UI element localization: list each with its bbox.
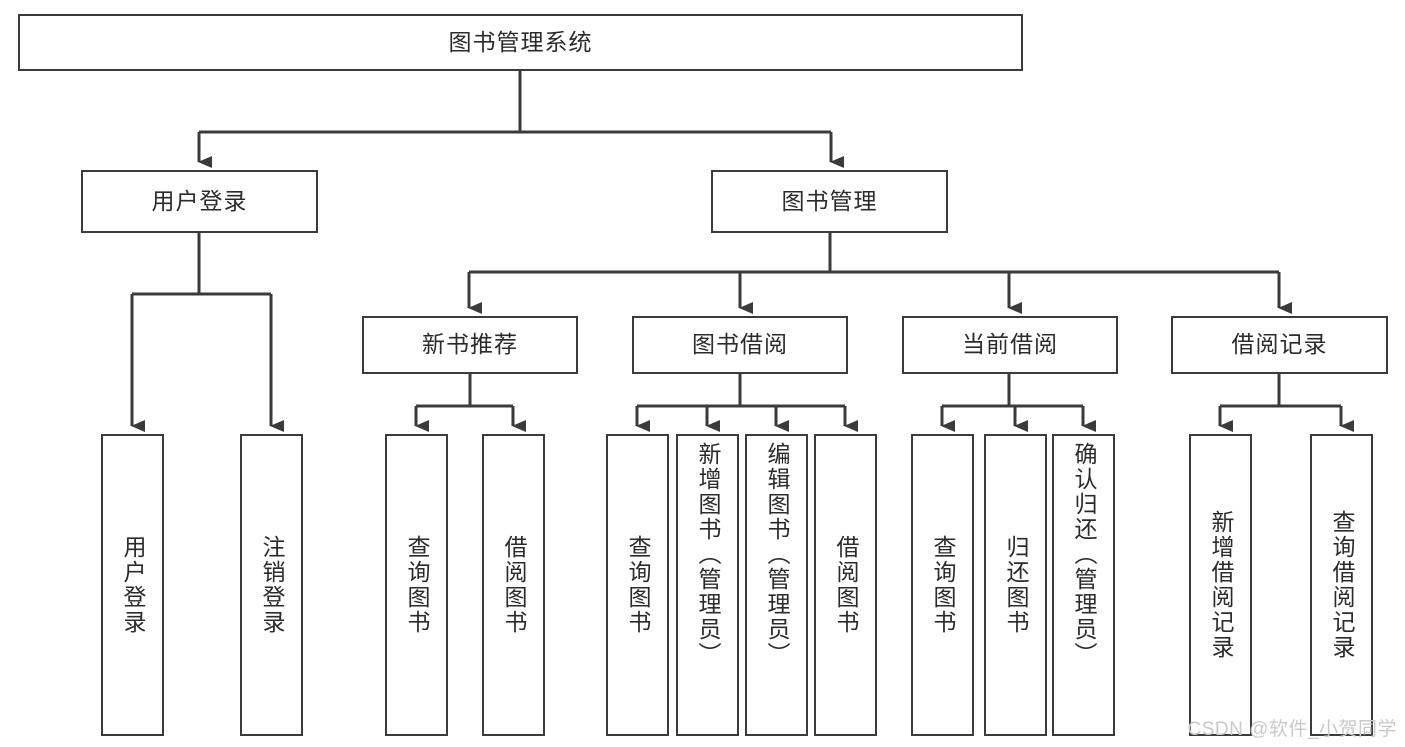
node-leaf-edit-book-admin[interactable]: 编辑图书（管理员） (745, 434, 808, 736)
node-leaf-logout-login[interactable]: 注销登录 (240, 434, 303, 736)
node-user-login-label: 用户登录 (151, 187, 248, 214)
node-leaf-logout-login-label: 注销登录 (259, 535, 285, 635)
node-leaf-query-borrow-record[interactable]: 查询借阅记录 (1310, 434, 1373, 736)
node-book-manage[interactable]: 图书管理 (711, 170, 948, 233)
node-leaf-borrow-book-2[interactable]: 借阅图书 (814, 434, 877, 736)
node-leaf-confirm-return-admin[interactable]: 确认归还（管理员） (1052, 434, 1115, 736)
node-new-book-recommend[interactable]: 新书推荐 (362, 316, 578, 374)
node-leaf-borrow-book-2-label: 借阅图书 (833, 535, 859, 635)
node-leaf-edit-book-admin-label: 编辑图书（管理员） (764, 442, 790, 667)
node-leaf-user-login[interactable]: 用户登录 (101, 434, 164, 736)
node-leaf-borrow-book-1[interactable]: 借阅图书 (482, 434, 545, 736)
node-current-borrow-label: 当前借阅 (962, 331, 1058, 358)
node-leaf-query-book-3-label: 查询图书 (930, 535, 956, 635)
node-leaf-query-book-2-label: 查询图书 (625, 535, 651, 635)
node-leaf-query-book-1[interactable]: 查询图书 (385, 434, 448, 736)
node-new-book-recommend-label: 新书推荐 (422, 331, 518, 358)
node-leaf-return-book[interactable]: 归还图书 (984, 434, 1047, 736)
node-leaf-confirm-return-admin-label: 确认归还（管理员） (1071, 442, 1097, 667)
node-borrow-record-label: 借阅记录 (1231, 331, 1328, 358)
node-book-manage-label: 图书管理 (781, 187, 878, 214)
node-book-borrow[interactable]: 图书借阅 (632, 316, 848, 374)
node-leaf-add-book-admin-label: 新增图书（管理员） (695, 442, 721, 667)
node-leaf-query-book-3[interactable]: 查询图书 (911, 434, 974, 736)
node-leaf-return-book-label: 归还图书 (1003, 535, 1029, 635)
node-leaf-borrow-book-1-label: 借阅图书 (501, 535, 527, 635)
node-book-borrow-label: 图书借阅 (692, 331, 788, 358)
node-leaf-user-login-label: 用户登录 (120, 535, 146, 635)
node-leaf-add-borrow-record-label: 新增借阅记录 (1208, 510, 1234, 660)
node-leaf-query-book-1-label: 查询图书 (404, 535, 430, 635)
node-leaf-add-borrow-record[interactable]: 新增借阅记录 (1189, 434, 1252, 736)
node-leaf-add-book-admin[interactable]: 新增图书（管理员） (676, 434, 739, 736)
node-user-login[interactable]: 用户登录 (81, 170, 318, 233)
node-root-label: 图书管理系统 (448, 28, 593, 55)
node-root[interactable]: 图书管理系统 (18, 14, 1023, 71)
node-borrow-record[interactable]: 借阅记录 (1171, 316, 1388, 374)
node-leaf-query-borrow-record-label: 查询借阅记录 (1329, 510, 1355, 660)
node-current-borrow[interactable]: 当前借阅 (902, 316, 1118, 374)
node-leaf-query-book-2[interactable]: 查询图书 (606, 434, 669, 736)
csdn-watermark: CSDN @软件_小贺同学 (1187, 719, 1397, 740)
